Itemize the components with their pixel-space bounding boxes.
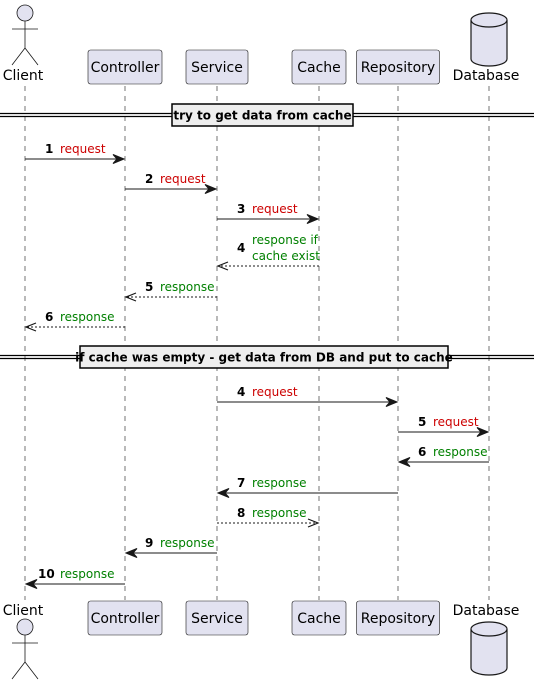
arrowhead-filled <box>124 548 138 558</box>
actor-icon <box>11 618 39 680</box>
message-label: response if <box>252 233 319 247</box>
message-number: 9 <box>145 536 153 550</box>
participant-service-bottom: Service <box>185 600 249 636</box>
participants: ClientClientControllerControllerServiceS… <box>3 4 520 680</box>
message-number: 5 <box>145 280 153 294</box>
message-9: 6 response <box>397 445 489 467</box>
participant-label: Client <box>3 603 44 619</box>
message-number: 8 <box>237 506 245 520</box>
message-13: 10 response <box>24 567 125 589</box>
participant-client-bottom: Client <box>3 603 44 680</box>
message-5: 5 response <box>124 280 217 302</box>
arrowhead-filled <box>204 184 218 194</box>
message-number: 7 <box>237 476 245 490</box>
message-2: 2 request <box>125 172 218 194</box>
separator-label: try to get data from cache <box>173 109 351 123</box>
message-12: 9 response <box>124 536 217 558</box>
participant-label: Client <box>3 68 44 84</box>
database-icon <box>470 621 508 676</box>
arrowhead-filled <box>476 427 490 437</box>
participant-database-bottom: Database <box>453 603 520 676</box>
arrowhead-filled <box>216 488 230 498</box>
message-10: 7 response <box>216 476 398 498</box>
message-1: 1 request <box>25 142 126 164</box>
message-label: response <box>252 476 307 490</box>
message-4: 4 response if cache exist <box>216 233 320 271</box>
participant-database-top: Database <box>453 12 520 84</box>
message-number: 2 <box>145 172 153 186</box>
message-6: 6 response <box>24 310 125 332</box>
participant-client-top: Client <box>3 4 44 84</box>
message-label: response <box>433 445 488 459</box>
message-7: 4 request <box>217 385 399 407</box>
message-label: cache exist <box>252 249 320 263</box>
message-label: response <box>252 506 307 520</box>
participant-label: Controller <box>91 611 160 627</box>
participant-service-top: Service <box>185 49 249 85</box>
arrowhead-open <box>24 322 37 332</box>
arrowhead-filled <box>306 214 320 224</box>
participant-label: Database <box>453 603 520 619</box>
participant-controller-top: Controller <box>87 49 163 85</box>
participant-label: Cache <box>297 60 341 76</box>
participant-label: Repository <box>361 611 435 627</box>
message-label: request <box>252 202 298 216</box>
separators: try to get data from cache if cache was e… <box>0 103 534 369</box>
message-label: request <box>252 385 298 399</box>
participant-label: Repository <box>361 60 435 76</box>
participant-repository-top: Repository <box>356 49 440 85</box>
message-label: request <box>60 142 106 156</box>
participant-label: Service <box>191 611 243 627</box>
participant-label: Cache <box>297 611 341 627</box>
message-number: 6 <box>45 310 53 324</box>
arrowhead-filled <box>112 154 126 164</box>
participant-cache-top: Cache <box>291 49 347 85</box>
arrowhead-filled <box>397 457 411 467</box>
message-8: 5 request <box>398 415 490 437</box>
messages: 1 request 2 request 3 request 4 response if cach… <box>24 142 490 589</box>
arrowhead-open <box>124 292 137 302</box>
message-number: 4 <box>237 385 245 399</box>
message-label: response <box>160 536 215 550</box>
message-number: 6 <box>418 445 426 459</box>
message-label: response <box>160 280 215 294</box>
message-label: request <box>160 172 206 186</box>
message-label: request <box>433 415 479 429</box>
message-number: 4 <box>237 241 245 255</box>
message-label: response <box>60 310 115 324</box>
message-number: 3 <box>237 202 245 216</box>
participant-controller-bottom: Controller <box>87 600 163 636</box>
arrowhead-filled <box>385 397 399 407</box>
participant-label: Controller <box>91 60 160 76</box>
message-number: 5 <box>418 415 426 429</box>
message-11: 8 response <box>217 506 320 528</box>
separator-1: try to get data from cache <box>0 103 534 127</box>
participant-cache-bottom: Cache <box>291 600 347 636</box>
arrowhead-filled <box>24 579 38 589</box>
message-3: 3 request <box>217 202 320 224</box>
participant-label: Service <box>191 60 243 76</box>
separator-2: if cache was empty - get data from DB an… <box>0 345 534 369</box>
arrowhead-open <box>307 518 320 528</box>
database-icon <box>470 12 508 67</box>
participant-repository-bottom: Repository <box>356 600 440 636</box>
actor-icon <box>11 4 39 66</box>
separator-label: if cache was empty - get data from DB an… <box>75 351 453 365</box>
message-label: response <box>60 567 115 581</box>
message-number: 1 <box>45 142 53 156</box>
arrowhead-open <box>216 261 229 271</box>
message-number: 10 <box>38 567 55 581</box>
participant-label: Database <box>453 68 520 84</box>
